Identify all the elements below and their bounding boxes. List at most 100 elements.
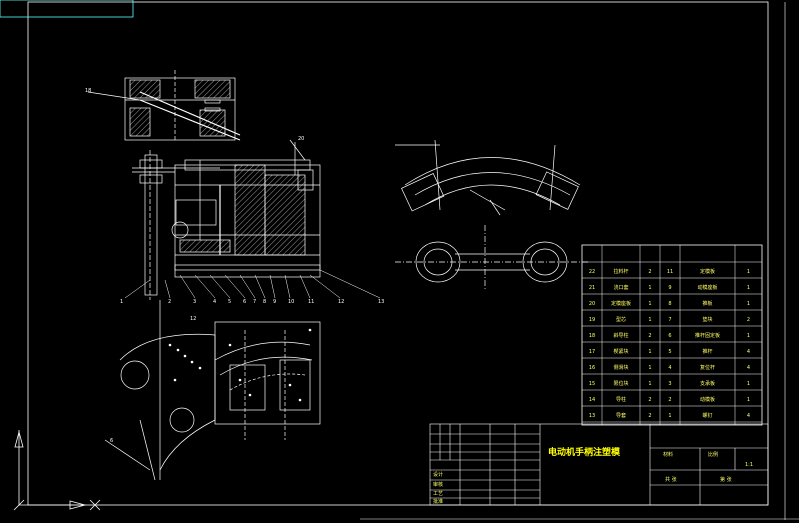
- title-block-labels: 设计 审核 工艺 批准 材料 比例 1:1 共 张 第 张: [433, 451, 753, 505]
- parts-cell-qty_a: 1: [648, 381, 651, 387]
- callout-10: 10: [288, 299, 294, 305]
- parts-cell-qty_b: 1: [747, 285, 750, 291]
- parts-cell-qty_a: 1: [648, 349, 651, 355]
- parts-cell-name_a: 楔紧块: [613, 348, 628, 355]
- parts-cell-name_a: 定模座板: [611, 300, 631, 307]
- top-section-view: [87, 70, 241, 141]
- parts-cell-no_b: 5: [668, 349, 671, 355]
- parts-cell-qty_a: 2: [648, 269, 651, 275]
- top-left-tab: [0, 0, 134, 18]
- parts-cell-qty_a: 1: [648, 285, 651, 291]
- plan-view-dots: [168, 328, 312, 402]
- parts-cell-name_b: 推板: [702, 300, 712, 307]
- parts-cell-qty_b: 1: [747, 397, 750, 403]
- parts-cell-qty_b: 1: [747, 301, 750, 307]
- parts-cell-qty_b: 4: [747, 349, 750, 355]
- parts-cell-no_a: 14: [589, 397, 595, 403]
- parts-cell-no_b: 3: [668, 381, 671, 387]
- parts-cell-qty_a: 1: [648, 301, 651, 307]
- ucs-icon: [13, 430, 101, 511]
- parts-cell-no_a: 13: [589, 413, 595, 419]
- parts-cell-qty_b: 4: [747, 413, 750, 419]
- callout-11: 11: [308, 299, 314, 305]
- parts-cell-name_b: 动模板: [700, 396, 715, 403]
- tb-sheet: 共 张: [665, 476, 677, 483]
- callout-13: 13: [378, 299, 384, 305]
- tb-approve: 批准: [433, 498, 443, 505]
- callout-12: 12: [338, 299, 344, 305]
- parts-cell-name_b: 定模板: [700, 268, 715, 275]
- tb-sheet-no: 第 张: [720, 476, 732, 483]
- parts-cell-no_b: 1: [668, 413, 671, 419]
- parts-cell-no_a: 18: [589, 333, 595, 339]
- parts-cell-name_a: 侧滑块: [613, 364, 628, 371]
- tb-design: 设计: [433, 471, 443, 478]
- callout-bottom: 6: [110, 438, 113, 444]
- callout-3: 3: [193, 299, 196, 305]
- parts-cell-no_a: 15: [589, 381, 595, 387]
- part-top-view: [395, 225, 590, 290]
- tb-process: 工艺: [433, 491, 443, 497]
- parts-cell-no_a: 22: [589, 269, 595, 275]
- parts-cell-no_b: 9: [668, 285, 671, 291]
- main-assembly-view: [132, 139, 321, 300]
- tb-material: 材料: [663, 451, 673, 458]
- tb-scale-label: 比例: [708, 451, 718, 458]
- parts-cell-qty_b: 1: [747, 269, 750, 275]
- parts-cell-name_b: 动模座板: [697, 284, 717, 291]
- parts-cell-qty_a: 2: [648, 397, 651, 403]
- callout-4: 4: [213, 299, 216, 305]
- plan-view: [104, 300, 321, 481]
- parts-cell-no_b: 4: [668, 365, 671, 371]
- parts-cell-name_a: 斜导柱: [613, 332, 628, 339]
- parts-cell-name_b: 垫块: [702, 316, 712, 323]
- parts-cell-no_a: 16: [589, 365, 595, 371]
- assembly-callout-labels: 1 2 3 4 5 6 7 8 9 10 11 12 13: [120, 299, 384, 305]
- parts-cell-name_a: 型芯: [616, 316, 626, 323]
- parts-cell-name_b: 螺钉: [702, 412, 712, 419]
- parts-cell-qty_a: 1: [648, 317, 651, 323]
- tb-scale: 1:1: [745, 462, 753, 468]
- parts-cell-name_a: 浇口套: [613, 284, 628, 291]
- parts-cell-no_a: 19: [589, 317, 595, 323]
- parts-cell-name_a: 导柱: [616, 396, 626, 403]
- parts-table-frame: [581, 244, 763, 426]
- parts-cell-qty_b: 2: [747, 317, 750, 323]
- title-block: [429, 423, 769, 506]
- parts-cell-name_b: 复位杆: [700, 364, 715, 371]
- callout-6: 6: [243, 299, 246, 305]
- parts-cell-name_a: 限位块: [613, 380, 628, 387]
- parts-cell-name_b: 支承板: [700, 380, 715, 387]
- callout-2: 2: [168, 299, 171, 305]
- callout-left-view: 12: [190, 316, 196, 322]
- parts-cell-no_b: 8: [668, 301, 671, 307]
- parts-cell-name_a: 拉料杆: [613, 268, 628, 275]
- assembly-leaders: [124, 269, 381, 299]
- callout-side: 20: [298, 136, 304, 142]
- parts-cell-name_b: 推杆: [702, 348, 712, 355]
- parts-cell-qty_a: 1: [648, 365, 651, 371]
- parts-cell-no_b: 7: [668, 317, 671, 323]
- drawing-title: 电动机手柄注塑模: [548, 446, 621, 458]
- callout-1: 1: [120, 299, 123, 305]
- parts-cell-name_b: 推杆固定板: [695, 332, 720, 339]
- parts-cell-name_a: 导套: [616, 412, 626, 419]
- parts-cell-no_a: 21: [589, 285, 595, 291]
- parts-cell-qty_b: 1: [747, 381, 750, 387]
- part-curved-view: [395, 139, 581, 216]
- parts-cell-qty_b: 1: [747, 333, 750, 339]
- parts-cell-qty_b: 4: [747, 365, 750, 371]
- parts-cell-no_a: 17: [589, 349, 595, 355]
- parts-cell-qty_a: 2: [648, 333, 651, 339]
- parts-cell-no_b: 11: [667, 269, 673, 275]
- callout-5: 5: [228, 299, 231, 305]
- callout-8: 8: [263, 299, 266, 305]
- callout-top: 18: [85, 88, 91, 94]
- callout-7: 7: [253, 299, 256, 305]
- parts-cell-no_b: 6: [668, 333, 671, 339]
- parts-cell-no_b: 2: [668, 397, 671, 403]
- drawing-frame: [27, 1, 769, 506]
- parts-cell-qty_a: 2: [648, 413, 651, 419]
